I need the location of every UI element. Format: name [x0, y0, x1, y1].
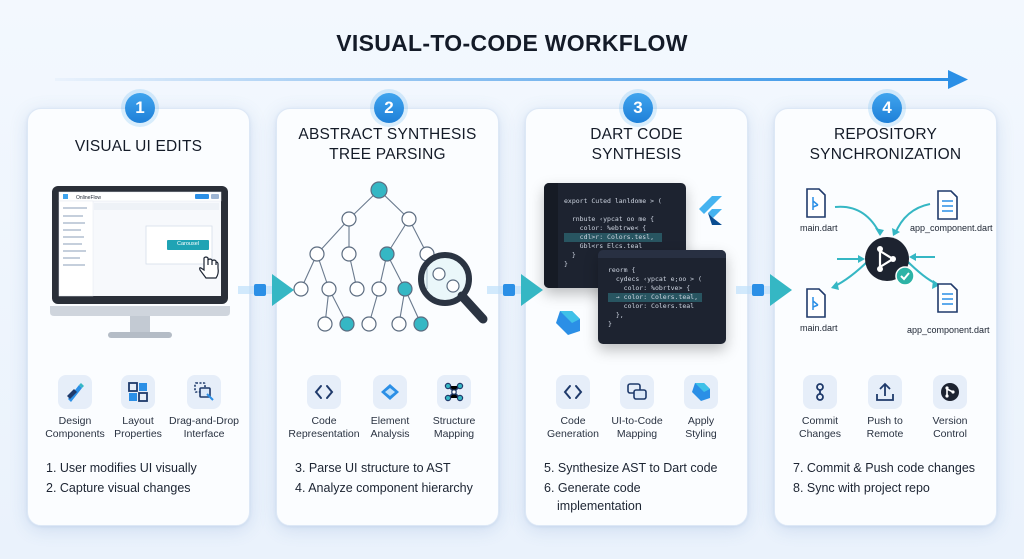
layers-icon	[373, 375, 407, 409]
monitor-illustration	[50, 186, 230, 338]
commit-icon	[803, 375, 837, 409]
step-badge-4: 4	[872, 93, 902, 123]
drag-drop-icon	[187, 375, 221, 409]
panel-title: VISUAL UI EDITS	[74, 138, 203, 155]
chat-mapping-icon	[620, 375, 654, 409]
step-list: 1. User modifies UI visually 2. Capture …	[46, 459, 246, 499]
step-item: 8. Sync with project repo	[793, 481, 930, 495]
step-item: 1. User modifies UI visually	[46, 461, 197, 475]
code-brackets-icon	[556, 375, 590, 409]
code-editor-front: reorm { cydecs ‹ypcat e;oo > ( color: %o…	[598, 250, 726, 344]
step-item: 5. Synthesize AST to Dart code	[544, 461, 718, 475]
step-item: 2. Capture visual changes	[46, 481, 191, 495]
code-brackets-icon	[307, 375, 341, 409]
file-label-main-dart: main.dart	[800, 323, 838, 333]
panel-dart-code-synthesis: DART CODE SYNTHESIS export Cuted lanldom…	[525, 108, 748, 526]
file-label-app-component: app_component.dart	[910, 223, 993, 233]
step-item-continued: implementation	[557, 499, 642, 513]
step-item: 3. Parse UI structure to AST	[295, 461, 451, 475]
pencil-ruler-icon	[58, 375, 92, 409]
connector-arrow-1-2	[238, 274, 294, 306]
step-badge-3: 3	[623, 93, 653, 123]
step-item: 6. Generate code	[544, 481, 641, 495]
panel-title: REPOSITORY SYNCHRONIZATION	[809, 126, 962, 163]
step-badge-2: 2	[374, 93, 404, 123]
upload-icon	[868, 375, 902, 409]
panel-title: ABSTRACT SYNTHESIS TREE PARSING	[298, 126, 477, 163]
layout-grid-icon	[121, 375, 155, 409]
repo-sync-illustration	[806, 188, 958, 318]
magnifier-icon	[418, 252, 488, 324]
file-label-app-component: app_component.dart	[907, 325, 990, 335]
ast-tree-illustration	[293, 181, 488, 332]
step-item: 7. Commit & Push code changes	[793, 461, 976, 475]
dart-logo-icon	[556, 311, 580, 335]
panel-repository-sync: REPOSITORY SYNCHRONIZATION	[774, 108, 997, 526]
connector-arrow-3-4	[736, 274, 792, 306]
dart-file-icon	[806, 288, 826, 318]
mock-app-name: OnlineFlow	[76, 195, 102, 201]
step-item: 4. Analyze component hierarchy	[295, 481, 473, 495]
step-list: 7. Commit & Push code changes 8. Sync wi…	[793, 459, 993, 499]
flutter-logo-icon	[699, 196, 722, 225]
page-title: VISUAL-TO-CODE WORKFLOW	[336, 30, 688, 56]
mock-carousel-button[interactable]: Carousel	[176, 241, 199, 247]
dart-file-icon	[937, 190, 958, 220]
step-list: 5. Synthesize AST to Dart code 6. Genera…	[544, 459, 744, 517]
step-badge-1: 1	[125, 93, 155, 123]
file-label-main-dart: main.dart	[800, 223, 838, 233]
panel-visual-ui-edits: VISUAL UI EDITS OnlineFlow	[27, 108, 250, 526]
version-control-icon	[933, 375, 967, 409]
step-list: 3. Parse UI structure to AST 4. Analyze …	[295, 459, 495, 499]
workflow-direction-arrow	[55, 70, 968, 89]
panel-title: DART CODE SYNTHESIS	[590, 126, 683, 163]
panel-ast-parsing: ABSTRACT SYNTHESIS TREE PARSING	[276, 108, 499, 526]
flutter-icon	[684, 375, 718, 409]
structure-nodes-icon	[437, 375, 471, 409]
connector-arrow-2-3	[487, 274, 543, 306]
dart-file-icon	[806, 188, 826, 218]
git-repo-icon	[865, 237, 915, 286]
dart-file-icon	[937, 283, 958, 313]
